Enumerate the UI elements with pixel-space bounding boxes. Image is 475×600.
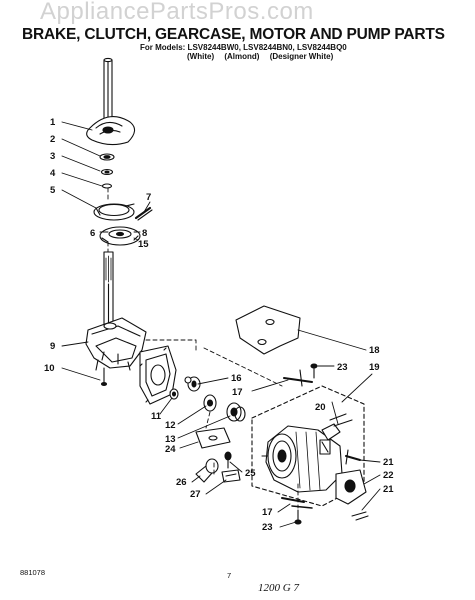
- part-12-impeller: [203, 394, 217, 412]
- part-13-pump-housing: [226, 402, 246, 422]
- part-7-spring: [134, 206, 153, 221]
- callout-3: 3: [50, 151, 55, 162]
- handwritten-note: 1200 G 7: [258, 582, 299, 594]
- page-title: BRAKE, CLUTCH, GEARCASE, MOTOR AND PUMP …: [22, 26, 445, 43]
- part-10-bolt: [100, 367, 108, 387]
- page-number: 7: [227, 571, 232, 580]
- part-24-gasket: [195, 427, 231, 449]
- callout-24: 24: [165, 444, 176, 455]
- agitator-shaft-top: [103, 57, 113, 123]
- callout-8: 8: [142, 228, 147, 239]
- part-1-hub: [86, 116, 136, 146]
- motor: [261, 425, 343, 493]
- callout-16: 16: [231, 373, 242, 384]
- document-number: 881078: [20, 568, 46, 577]
- callout-6: 6: [90, 228, 95, 239]
- part-2-washer: [99, 153, 115, 161]
- callout-20: 20: [315, 402, 326, 413]
- part-20-connector: [321, 413, 353, 441]
- part-15-clutch-disc: [99, 226, 141, 246]
- part-5-brake-assembly: [93, 203, 135, 221]
- callout-15: 15: [138, 239, 149, 250]
- callout-17-upper: 17: [232, 387, 243, 398]
- part-4-ring: [101, 183, 113, 189]
- callout-13: 13: [165, 434, 176, 445]
- watermark: AppliancePartsPros.com: [40, 0, 314, 25]
- part-18-pad: [235, 305, 301, 355]
- callout-27: 27: [190, 489, 201, 500]
- callout-23-upper: 23: [337, 362, 348, 373]
- drive-shaft: [103, 251, 114, 329]
- part-17-bracket-upper: [283, 369, 313, 387]
- part-22-motor-bracket: [335, 469, 367, 505]
- callout-23-lower: 23: [262, 522, 273, 533]
- part-25-terminal: [224, 451, 232, 469]
- variant-white: (White): [187, 52, 215, 61]
- pump-cover-plate: [139, 345, 177, 405]
- callout-5: 5: [50, 185, 56, 196]
- callout-21-lower: 21: [383, 484, 394, 495]
- callout-19: 19: [369, 362, 380, 373]
- part-16-coupling: [184, 376, 201, 392]
- variant-designer-white: (Designer White): [269, 52, 334, 61]
- callout-22: 22: [383, 470, 394, 481]
- models-line: For Models: LSV8244BW0, LSV8244BN0, LSV8…: [140, 43, 347, 52]
- part-11-seal: [169, 388, 179, 400]
- color-variants: (White) (Almond) (Designer White): [187, 52, 341, 61]
- callout-25: 25: [245, 468, 256, 479]
- part-27-strap: [221, 469, 241, 483]
- callout-21-upper: 21: [383, 457, 394, 468]
- callout-17-lower: 17: [262, 507, 273, 518]
- callout-labels: 1 2 3 4 5 6 7 8 15 9 10 11 12 13 24 16 1…: [44, 117, 394, 533]
- callout-4: 4: [50, 168, 56, 179]
- callout-2: 2: [50, 134, 55, 145]
- callout-18: 18: [369, 345, 380, 356]
- part-3-washer: [100, 168, 114, 176]
- callout-10: 10: [44, 363, 55, 374]
- part-17-bracket-lower: [281, 497, 313, 509]
- part-9-gearcase: [85, 317, 147, 371]
- part-21-clip-lower: [351, 511, 369, 521]
- part-23-screw-upper: [310, 363, 318, 379]
- part-26-capacitor: [195, 458, 219, 483]
- callout-7: 7: [146, 192, 151, 203]
- callout-11: 11: [151, 411, 162, 422]
- callout-12: 12: [165, 420, 176, 431]
- assembly-guides: [107, 187, 299, 509]
- callout-1: 1: [50, 117, 56, 128]
- part-21-clip-upper: [345, 449, 361, 465]
- callout-26: 26: [176, 477, 187, 488]
- callout-9: 9: [50, 341, 55, 352]
- variant-almond: (Almond): [224, 52, 260, 61]
- leader-lines: [61, 121, 381, 528]
